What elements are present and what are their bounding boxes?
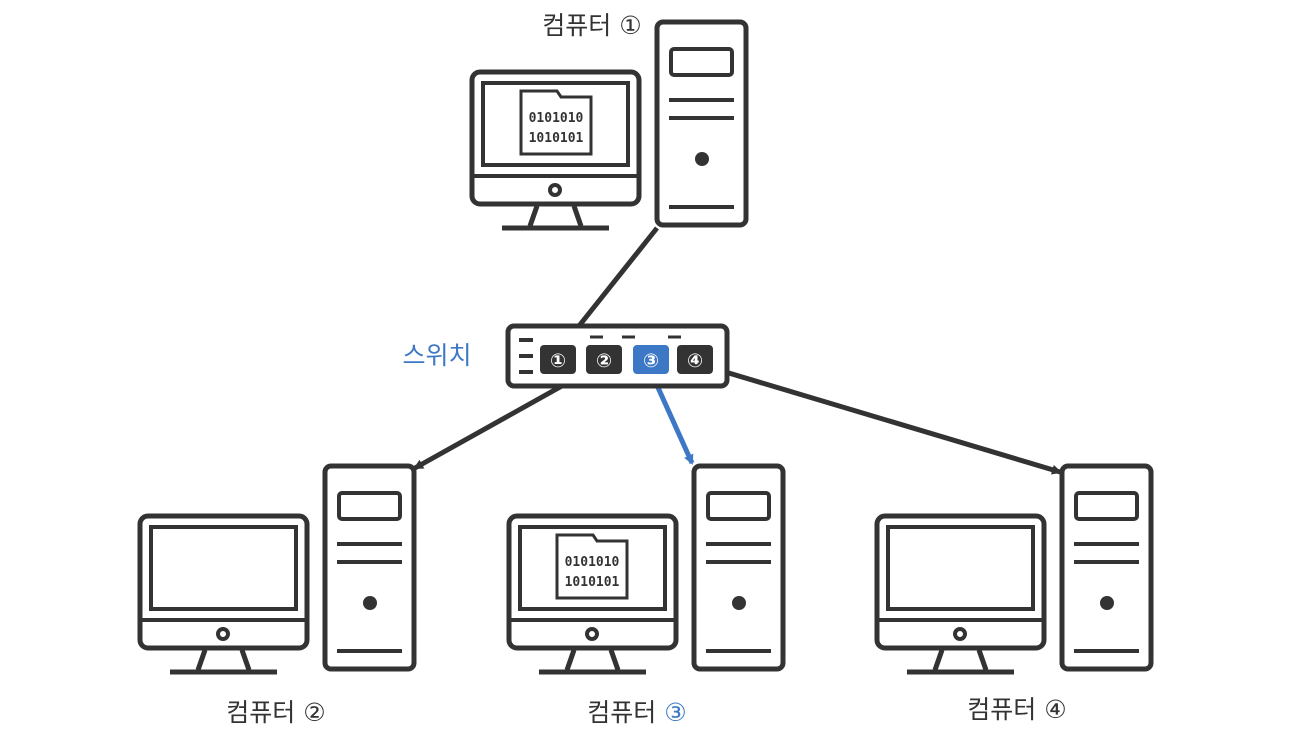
file-binary-line1: 0101010 bbox=[529, 111, 584, 126]
switch-port-1-label: ① bbox=[550, 350, 566, 372]
computer-2-number: ② bbox=[303, 698, 325, 727]
connection-switch-to-computer4 bbox=[711, 365, 1062, 475]
computer-2: 컴퓨터 ② bbox=[137, 463, 417, 727]
monitor-2 bbox=[137, 513, 310, 675]
computer-3-label: 컴퓨터 ③ bbox=[587, 698, 686, 727]
file-binary-line2: 1010101 bbox=[529, 131, 584, 146]
monitor-4 bbox=[874, 513, 1047, 675]
computer-4-label: 컴퓨터 ④ bbox=[967, 695, 1066, 724]
computer-1: 0101010 1010101 컴퓨터 ① bbox=[469, 11, 749, 231]
computer-3-number: ③ bbox=[664, 698, 686, 727]
computer-1-label: 컴퓨터 ① bbox=[542, 11, 641, 40]
computer-4: 컴퓨터 ④ bbox=[874, 463, 1154, 724]
switch-label: 스위치 bbox=[402, 341, 471, 370]
file-binary-line2: 1010101 bbox=[565, 575, 620, 590]
computer-1-number: ① bbox=[619, 11, 641, 40]
switch-port-1: ① bbox=[540, 345, 576, 374]
tower-1 bbox=[654, 19, 749, 228]
tower-4 bbox=[1059, 463, 1154, 672]
network-switch: ① ② ③ ④ 스위치 bbox=[402, 323, 730, 389]
file-binary-line1: 0101010 bbox=[565, 555, 620, 570]
switch-port-2-label: ② bbox=[596, 350, 612, 372]
file-icon-1: 0101010 1010101 bbox=[519, 89, 593, 156]
computer-3: 0101010 1010101 컴퓨터 ③ bbox=[506, 463, 786, 727]
computer-2-label: 컴퓨터 ② bbox=[226, 698, 325, 727]
switch-port-3: ③ bbox=[633, 345, 669, 374]
connection-computer1-to-switch bbox=[565, 226, 659, 343]
file-icon-3: 0101010 1010101 bbox=[555, 533, 629, 600]
switch-port-4: ④ bbox=[677, 345, 713, 374]
switch-port-2: ② bbox=[586, 345, 622, 374]
tower-3 bbox=[691, 463, 786, 672]
switch-port-4-label: ④ bbox=[687, 350, 703, 372]
tower-2 bbox=[322, 463, 417, 672]
computer-4-number: ④ bbox=[1044, 695, 1066, 724]
switch-port-3-label: ③ bbox=[643, 350, 659, 372]
